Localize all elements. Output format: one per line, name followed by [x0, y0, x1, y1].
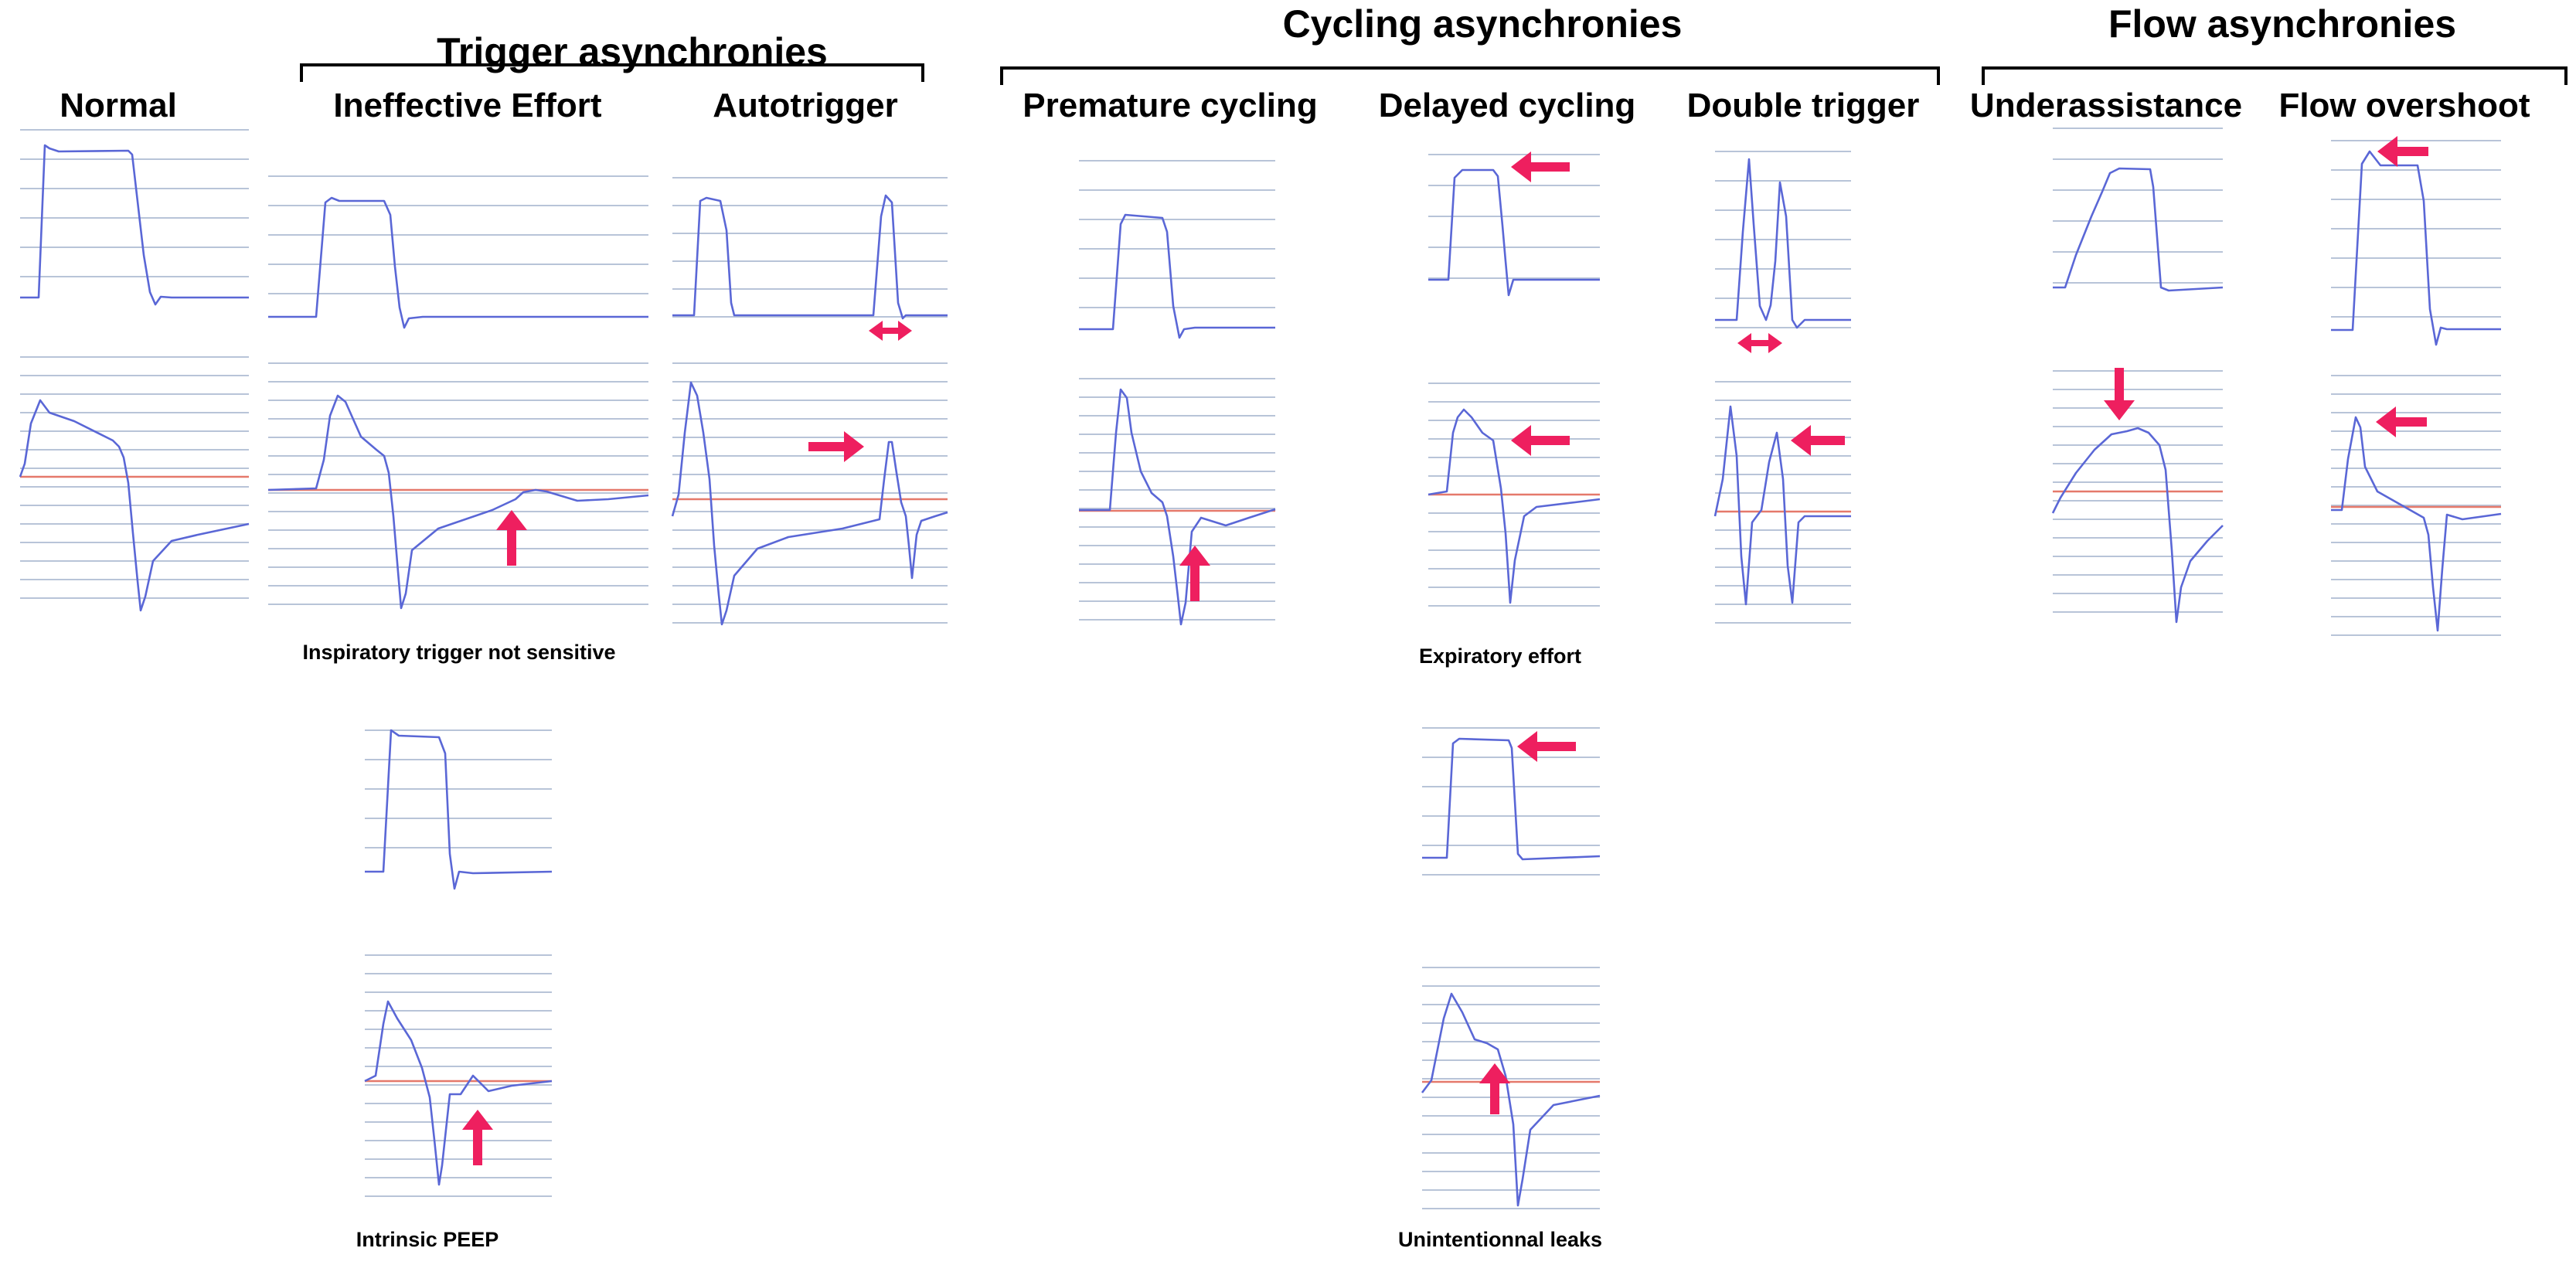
- trace-premature-flow: [1079, 388, 1276, 626]
- group-title-flow: Flow asynchronies: [2108, 2, 2457, 46]
- arrow-up-icon-ineffective-1-flow: [496, 510, 527, 566]
- arrow-up-icon-delayed-2-flow: [1479, 1063, 1510, 1114]
- trace-ineffective-2-pressure: [365, 729, 553, 890]
- trace-delayed-1-pressure: [1428, 168, 1600, 297]
- arrow-left-icon-delayed-1-pressure: [1511, 151, 1570, 182]
- trace-underassist-pressure: [2053, 167, 2224, 292]
- group-title-trigger: Trigger asynchronies: [437, 30, 828, 73]
- bracket-trigger: [300, 63, 924, 82]
- annotation-arrows: [462, 136, 2428, 1165]
- group-brackets: [300, 63, 2567, 85]
- arrow-up-icon-ineffective-2-flow: [462, 1110, 493, 1165]
- trace-underassist-flow: [2051, 427, 2224, 624]
- column-title-flow-overshoot: Flow overshoot: [2278, 87, 2530, 124]
- arrow-left-icon-delayed-2-pressure: [1517, 731, 1576, 762]
- trace-autotrigger-flow: [671, 381, 948, 626]
- bracket-flow: [1982, 66, 2567, 85]
- column-title-double-trigger: Double trigger: [1686, 87, 1920, 124]
- trace-overshoot-flow: [2331, 416, 2502, 632]
- trace-normal-pressure: [20, 144, 249, 306]
- column-title-autotrigger: Autotrigger: [713, 87, 898, 124]
- grid-lines: [20, 128, 2501, 1209]
- arrow-right-icon-autotrigger-flow: [808, 431, 864, 462]
- column-title-delayed-cycling: Delayed cycling: [1378, 87, 1636, 124]
- trace-delayed-2-flow: [1421, 992, 1601, 1207]
- arrow-down-icon-underassist-flow: [2104, 368, 2135, 420]
- caption-intrinsic-peep: Intrinsic PEEP: [356, 1228, 499, 1251]
- trace-premature-pressure: [1079, 213, 1275, 339]
- arrow-up-icon-premature-flow: [1179, 546, 1210, 601]
- group-title-cycling: Cycling asynchronies: [1282, 2, 1683, 46]
- trace-autotrigger-pressure: [672, 194, 948, 320]
- trace-overshoot-pressure: [2331, 150, 2501, 346]
- column-title-premature-cycling: Premature cycling: [1023, 87, 1318, 124]
- trace-ineffective-2-flow: [364, 1000, 553, 1186]
- double-arrow-horizontal-icon-double-pressure: [1737, 333, 1782, 353]
- trace-ineffective-1-pressure: [268, 196, 648, 329]
- trace-delayed-1-flow: [1428, 408, 1601, 604]
- double-arrow-horizontal-icon-autotrigger-pressure: [869, 321, 912, 341]
- waveform-traces: [19, 144, 2502, 1207]
- arrow-left-icon-double-flow: [1791, 425, 1845, 456]
- caption-inspiratory-trigger: Inspiratory trigger not sensitive: [302, 641, 616, 664]
- caption-expiratory-effort: Expiratory effort: [1418, 644, 1582, 668]
- arrow-left-icon-delayed-1-flow: [1511, 425, 1570, 456]
- trace-ineffective-1-flow: [267, 394, 649, 610]
- arrow-left-icon-overshoot-flow: [2376, 406, 2427, 437]
- baseline-lines: [20, 475, 2501, 1083]
- trace-delayed-2-pressure: [1422, 737, 1601, 861]
- trace-double-flow: [1713, 405, 1851, 606]
- arrow-left-icon-overshoot-pressure: [2377, 136, 2428, 167]
- trace-double-pressure: [1715, 158, 1851, 329]
- caption-unintentional-leaks: Unintentionnal leaks: [1397, 1228, 1603, 1251]
- trace-normal-flow: [19, 399, 250, 612]
- column-title-ineffective-effort: Ineffective Effort: [333, 87, 602, 124]
- bracket-cycling: [1000, 66, 1940, 85]
- column-title-normal: Normal: [60, 87, 177, 124]
- column-title-underassistance: Underassistance: [1969, 87, 2243, 124]
